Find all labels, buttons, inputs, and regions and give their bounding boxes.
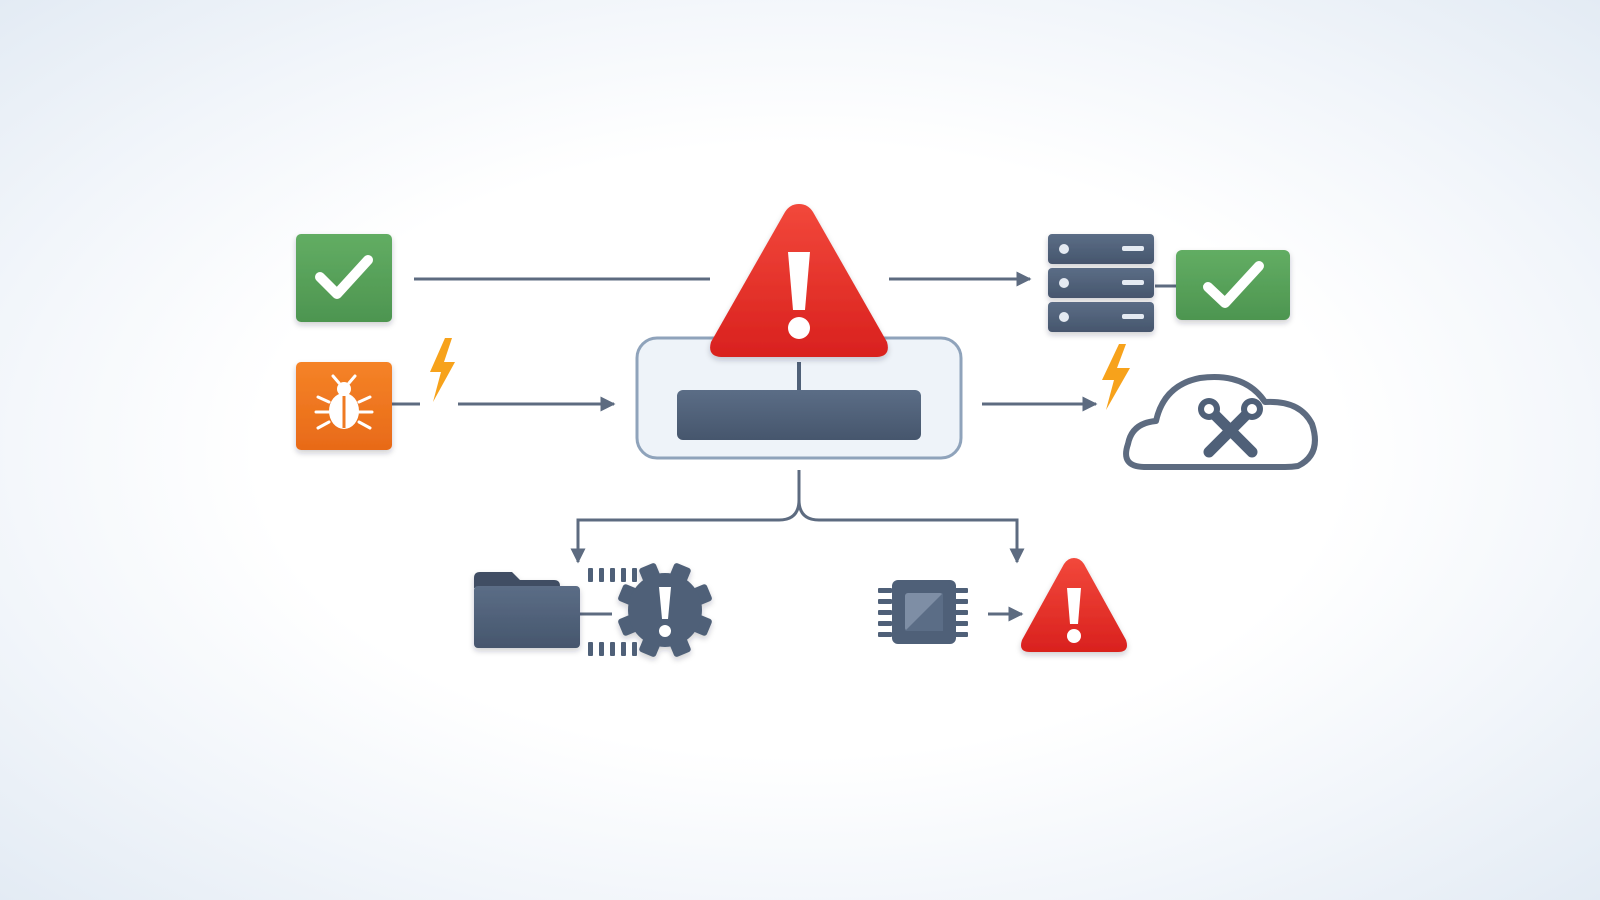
- chip-pin: [954, 610, 968, 615]
- edge-system-to-folder: [570, 470, 801, 564]
- chip-pin: [954, 632, 968, 637]
- lightning-icon: [430, 338, 455, 402]
- gear-exclamation-icon: [659, 587, 671, 637]
- wrench-cross-icon: [1198, 398, 1263, 458]
- connectors: [392, 271, 1176, 622]
- chip-pin: [621, 642, 626, 656]
- check-icon: [1203, 261, 1264, 308]
- chip-pin: [599, 642, 604, 656]
- chip-pin: [878, 599, 892, 604]
- chip-pin: [954, 621, 968, 626]
- lightning-icon: [1102, 344, 1130, 410]
- chip-pin: [588, 568, 593, 582]
- server-icon: [1059, 244, 1144, 322]
- chip-pin: [878, 588, 892, 593]
- chip-pin: [599, 568, 604, 582]
- check-icon: [315, 255, 373, 299]
- chip-pin: [588, 642, 593, 656]
- server-ok-tile: [1176, 250, 1290, 320]
- chip-pin: [878, 610, 892, 615]
- folder-icon: [474, 572, 560, 588]
- chip-pin: [610, 568, 615, 582]
- edge-system-to-chip: [797, 470, 1025, 564]
- chip-pin: [632, 642, 637, 656]
- chip-pin: [621, 568, 626, 582]
- chip-pin: [610, 642, 615, 656]
- exclamation-icon: [788, 252, 810, 339]
- success-check-tile: [296, 234, 392, 322]
- chip-pin: [878, 621, 892, 626]
- chip-icon: [905, 593, 943, 631]
- chip-pin: [632, 568, 637, 582]
- bug-icon: [314, 374, 374, 430]
- chip-pin: [954, 599, 968, 604]
- server-rack: [1048, 234, 1154, 332]
- exclamation-icon: [1067, 588, 1081, 643]
- device-bar: [677, 390, 921, 440]
- cpu-chip: [588, 568, 968, 656]
- chip-pin: [954, 588, 968, 593]
- chip-pin: [878, 632, 892, 637]
- folder: [474, 572, 580, 648]
